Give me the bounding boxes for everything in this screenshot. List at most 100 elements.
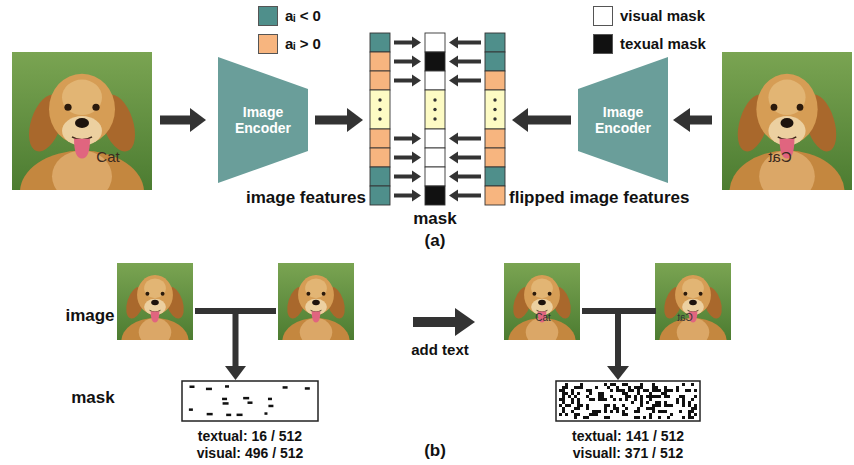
mask-bit bbox=[604, 404, 607, 407]
mask-bit bbox=[604, 407, 607, 410]
mask-bit bbox=[649, 392, 652, 395]
mask-bit bbox=[655, 401, 658, 404]
mask-bit bbox=[577, 398, 580, 401]
mask-bit bbox=[640, 401, 643, 404]
vector-cell bbox=[370, 90, 390, 129]
mask-bit bbox=[670, 389, 673, 392]
arrow-head bbox=[412, 37, 421, 49]
arrow-head bbox=[412, 171, 421, 183]
mask-bit bbox=[616, 410, 619, 413]
mask-bit bbox=[679, 410, 682, 413]
mask-bit bbox=[658, 401, 661, 404]
mask-frame bbox=[182, 381, 318, 421]
mask-bit bbox=[694, 413, 697, 416]
arrow-shaft bbox=[457, 79, 481, 83]
mask-bit bbox=[682, 401, 685, 404]
mask-bit bbox=[691, 416, 694, 419]
arrow-head bbox=[449, 133, 458, 145]
arrow-head bbox=[449, 56, 458, 68]
mask-bit bbox=[571, 410, 574, 413]
mask-bit bbox=[577, 392, 580, 395]
panel-label: (a) bbox=[425, 231, 446, 251]
mask-bit bbox=[189, 385, 194, 388]
ellipsis-dot bbox=[433, 108, 436, 111]
arrow-shaft bbox=[394, 175, 413, 179]
arrow-connector bbox=[449, 171, 481, 183]
legend-swatch bbox=[258, 34, 278, 54]
vector-cell bbox=[370, 52, 390, 71]
arrow-head bbox=[412, 56, 421, 68]
mask-bit bbox=[652, 389, 655, 392]
mask-bit bbox=[688, 389, 691, 392]
vector-cell bbox=[485, 148, 505, 167]
mask-bit bbox=[601, 398, 604, 401]
mask-bit bbox=[189, 408, 193, 411]
vector-cell bbox=[425, 148, 445, 167]
mask-bit bbox=[694, 407, 697, 410]
vector-cells bbox=[425, 33, 445, 205]
mask-bit bbox=[625, 395, 628, 398]
mask-bit bbox=[688, 416, 691, 419]
mask-bit bbox=[604, 398, 607, 401]
arrow-shaft bbox=[394, 156, 413, 160]
mask-bit bbox=[568, 404, 571, 407]
mask-bit bbox=[643, 416, 646, 419]
mask-bit bbox=[595, 413, 598, 416]
mask-bit bbox=[661, 392, 664, 395]
mask-bit bbox=[640, 383, 643, 386]
mask-bit bbox=[616, 386, 619, 389]
mask-bit bbox=[682, 404, 685, 407]
mask-bit bbox=[664, 389, 667, 392]
merge-arrow bbox=[195, 308, 656, 380]
mask-bit bbox=[559, 389, 562, 392]
mask-bit bbox=[655, 389, 658, 392]
ellipsis-dot bbox=[493, 98, 496, 101]
mask-bit bbox=[243, 397, 249, 400]
mask-bit bbox=[622, 410, 625, 413]
arrow-connector bbox=[394, 75, 421, 87]
mask-bit bbox=[667, 416, 670, 419]
mask-bit bbox=[664, 401, 667, 404]
vector-cell bbox=[485, 52, 505, 71]
mask-bit bbox=[634, 398, 637, 401]
arrow-head bbox=[412, 190, 421, 202]
mask-bit bbox=[694, 389, 697, 392]
mask-bit bbox=[583, 416, 586, 419]
mask-bit bbox=[610, 383, 613, 386]
mask-bit bbox=[586, 395, 589, 398]
mask-bit bbox=[640, 386, 643, 389]
mask-bit bbox=[574, 413, 577, 416]
mask-bit bbox=[577, 404, 580, 407]
arrow-connector bbox=[394, 133, 421, 145]
mask-bit bbox=[237, 414, 243, 417]
mask-bit bbox=[562, 401, 565, 404]
mask-bit bbox=[565, 392, 568, 395]
mask-bit bbox=[268, 405, 273, 408]
vector-cell bbox=[485, 129, 505, 148]
image-text: Cat bbox=[768, 148, 791, 165]
mask-bit bbox=[610, 389, 613, 392]
mask-bit bbox=[589, 389, 592, 392]
count-text: textual: 141 / 512 bbox=[572, 428, 684, 444]
vector-cell bbox=[370, 167, 390, 186]
vector-cell bbox=[485, 90, 505, 129]
mask-bit bbox=[562, 389, 565, 392]
mask-bit bbox=[646, 395, 649, 398]
mask-bit bbox=[574, 407, 577, 410]
ellipsis-dot bbox=[493, 117, 496, 120]
vector-cell bbox=[370, 33, 390, 52]
mask-bit bbox=[625, 407, 628, 410]
mask-bit bbox=[586, 407, 589, 410]
vector-cell bbox=[425, 129, 445, 148]
mask-bit bbox=[652, 407, 655, 410]
mask-bit bbox=[598, 392, 601, 395]
count-text: visuall: 371 / 512 bbox=[573, 445, 684, 461]
vector-cell bbox=[425, 186, 445, 205]
mask-bit bbox=[658, 395, 661, 398]
mask-bit bbox=[595, 410, 598, 413]
mask-bit bbox=[223, 402, 229, 405]
mask-bit bbox=[577, 386, 580, 389]
mask-bit bbox=[574, 416, 577, 419]
arrow-shaft bbox=[457, 41, 481, 45]
mask-bit bbox=[592, 410, 595, 413]
